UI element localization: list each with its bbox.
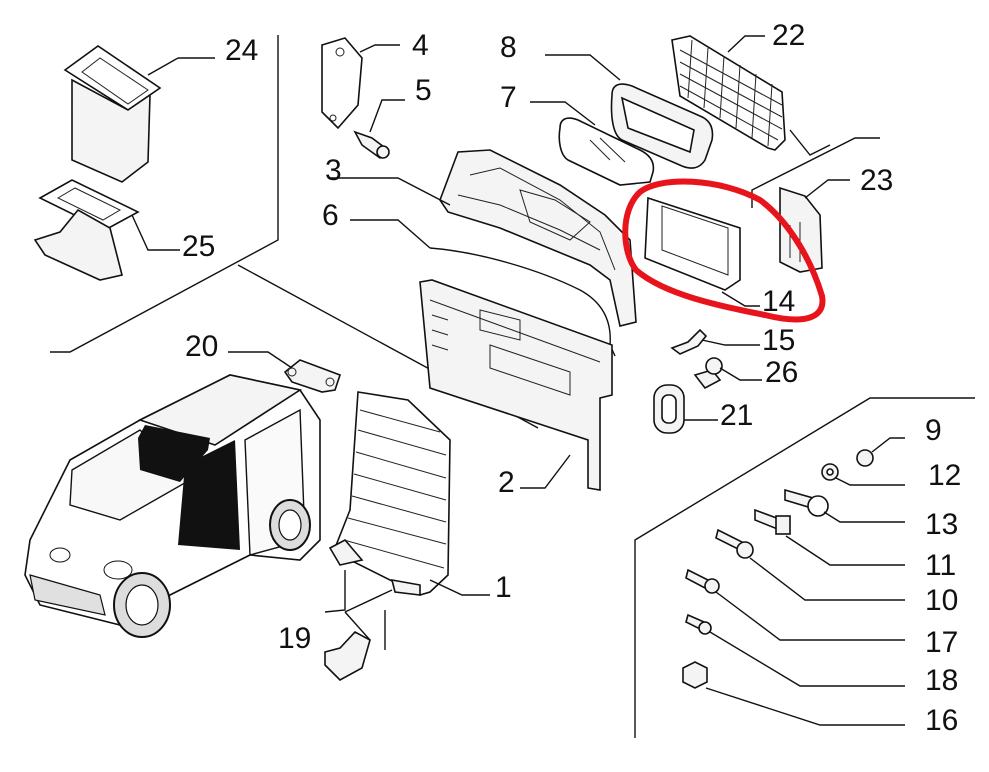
label-16: 16: [925, 704, 958, 737]
label-5: 5: [415, 74, 432, 107]
part-5-bolt[interactable]: [353, 99, 405, 160]
part-3-upper-panel[interactable]: [328, 149, 637, 327]
label-21: 21: [720, 399, 753, 432]
label-18: 18: [925, 664, 958, 697]
part-14-window[interactable]: [644, 196, 760, 307]
part-13-anchor[interactable]: [784, 488, 905, 523]
label-2: 2: [498, 466, 515, 499]
label-8: 8: [500, 31, 517, 64]
part-10-screw[interactable]: [715, 528, 905, 601]
label-14: 14: [762, 285, 795, 318]
part-7-window-glass[interactable]: [530, 101, 655, 186]
label-6: 6: [322, 199, 339, 232]
part-23-side-panel[interactable]: [779, 179, 850, 273]
part-16-nut[interactable]: [682, 661, 905, 726]
label-25: 25: [182, 230, 215, 263]
part-1-cargo-net[interactable]: [328, 391, 490, 596]
part-18-screw[interactable]: [685, 613, 905, 687]
label-9: 9: [925, 414, 942, 447]
label-7: 7: [500, 81, 517, 114]
van-illustration: [24, 374, 321, 638]
highlight-circle: [622, 178, 826, 323]
part-21-grommet[interactable]: [653, 384, 718, 434]
label-4: 4: [412, 29, 429, 62]
label-15: 15: [762, 324, 795, 357]
part-15-clip[interactable]: [670, 328, 760, 355]
part-8-window-frame[interactable]: [545, 54, 714, 169]
part-labels: 24 25 4 5 8 7 3 6 22 23 14 15 26 21 20 2…: [182, 19, 961, 737]
part-12-washer[interactable]: [821, 463, 905, 486]
part-6-seal-strip[interactable]: [350, 219, 616, 357]
part-11-bolt[interactable]: [754, 508, 905, 566]
part-24-storage-bin[interactable]: [63, 45, 215, 183]
part-22-grille[interactable]: [671, 35, 831, 156]
label-24: 24: [225, 34, 258, 67]
part-17-screw[interactable]: [685, 568, 905, 641]
label-3: 3: [325, 154, 342, 187]
label-20: 20: [185, 330, 218, 363]
part-26-screw[interactable]: [693, 357, 762, 390]
label-11: 11: [925, 549, 956, 582]
label-17: 17: [925, 626, 958, 659]
label-22: 22: [772, 19, 805, 52]
label-12: 12: [928, 459, 961, 492]
part-9-clip[interactable]: [856, 437, 905, 467]
part-19-bracket[interactable]: [324, 570, 393, 681]
part-20-bracket[interactable]: [228, 351, 342, 393]
label-23: 23: [860, 164, 893, 197]
label-1: 1: [495, 571, 512, 604]
label-13: 13: [925, 508, 958, 541]
label-26: 26: [765, 356, 798, 389]
part-2-lower-panel[interactable]: [419, 279, 613, 491]
part-4-bracket[interactable]: [321, 37, 400, 130]
label-10: 10: [925, 584, 958, 617]
part-25-cup-holder[interactable]: [33, 179, 180, 281]
label-19: 19: [278, 622, 311, 655]
